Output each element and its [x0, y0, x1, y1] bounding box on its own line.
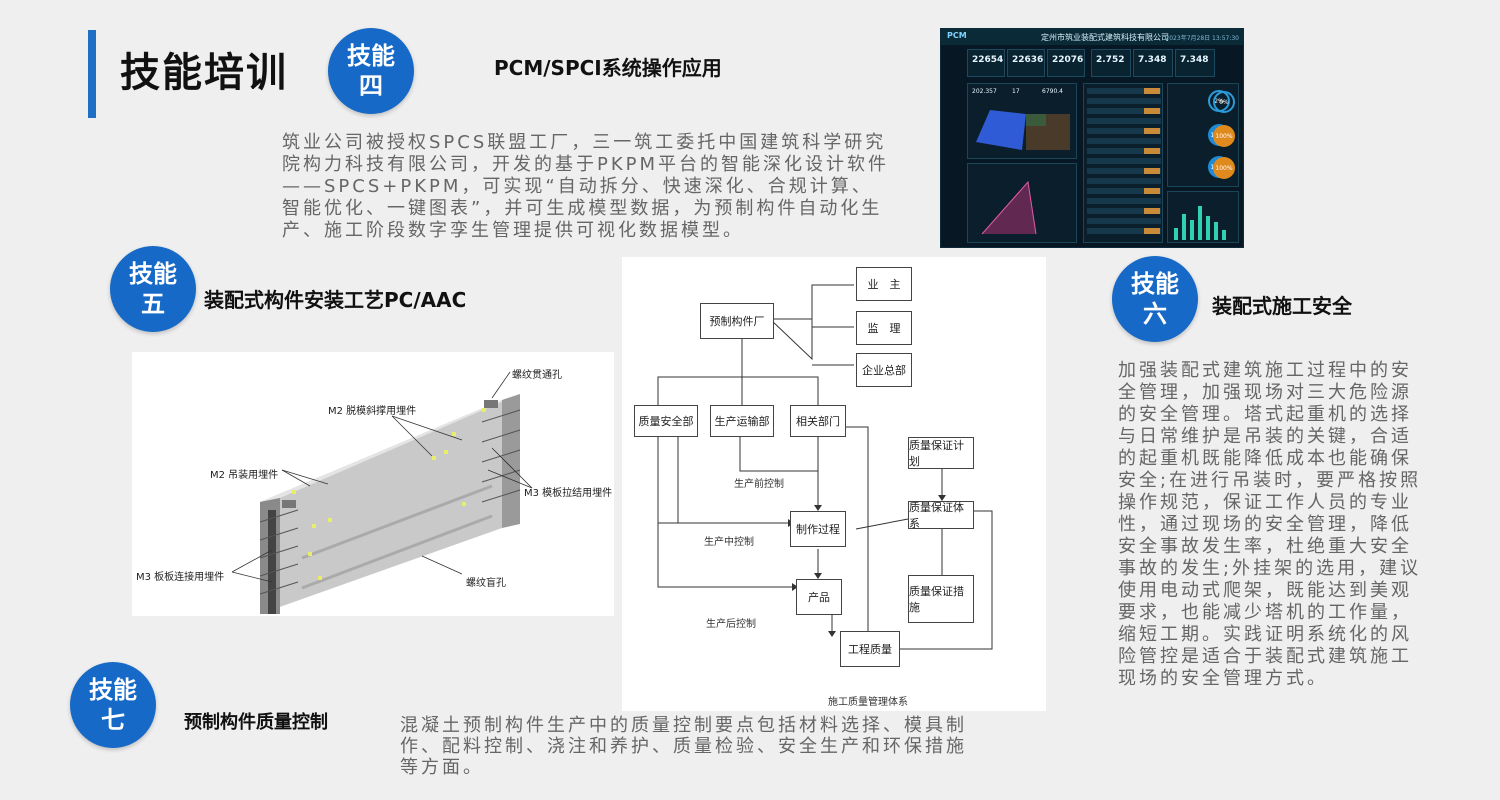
skill-badge-4: 技能 四: [328, 28, 414, 114]
line-chart-icon: [981, 180, 1037, 235]
box-product: 产品: [796, 579, 842, 615]
box-supervisor: 监 理: [856, 311, 912, 345]
dashboard-table: [1083, 83, 1163, 243]
kpi-card: 22636: [1007, 49, 1045, 77]
area-chart-icon: [976, 110, 1070, 150]
badge-label: 技能: [347, 42, 395, 70]
section-5-title: 装配式构件安装工艺PC/AAC: [204, 288, 467, 312]
badge-label: 技能: [1131, 270, 1179, 298]
badge-number: 四: [359, 72, 383, 100]
box-prod-dept: 生产运输部: [710, 405, 774, 437]
label-blind-hole: 螺纹盲孔: [466, 578, 506, 589]
dashboard-logo: PCM: [947, 31, 967, 40]
dashboard-time: 2023年7月28日 13:57:30: [1165, 35, 1239, 42]
badge-label: 技能: [89, 676, 137, 704]
label-demold-brace: M2 脱模斜撑用埋件: [328, 406, 417, 417]
panel-value: 17: [1012, 88, 1020, 95]
box-qa-dept: 质量安全部: [634, 405, 698, 437]
dashboard-title: 定州市筑业装配式建筑科技有限公司: [1041, 33, 1169, 42]
section-7-paragraph: 混凝土预制构件生产中的质量控制要点包括材料选择、模具制作、配料控制、浇注和养护、…: [400, 715, 967, 778]
badge-number: 六: [1143, 300, 1167, 328]
dashboard-panel-line: [967, 163, 1077, 243]
section-4-paragraph: 筑业公司被授权SPCS联盟工厂，三一筑工委托中国建筑科学研究院构力科技有限公司，…: [282, 132, 890, 241]
label-pre-control: 生产前控制: [734, 479, 784, 490]
box-qa-plan: 质量保证计划: [908, 437, 974, 469]
page-title: 技能培训: [120, 50, 288, 96]
label-through-hole: 螺纹贯通孔: [512, 370, 562, 381]
flowchart-connectors: [654, 284, 993, 650]
badge-number: 七: [101, 706, 125, 734]
box-hq: 企业总部: [856, 353, 912, 387]
bar-chart-icon: [1174, 206, 1226, 240]
kpi-card: 7.348: [1175, 49, 1215, 77]
panel-value: 6790.4: [1042, 88, 1063, 95]
label-post-control: 生产后控制: [706, 619, 756, 630]
badge-label: 技能: [129, 260, 177, 288]
box-related-dept: 相关部门: [790, 405, 846, 437]
box-factory: 预制构件厂: [700, 303, 774, 339]
kpi-value: 22636: [1012, 55, 1044, 65]
badge-number: 五: [141, 290, 165, 318]
kpi-card: 7.348: [1133, 49, 1173, 77]
section-6-title: 装配式施工安全: [1212, 294, 1352, 318]
dashboard-header: PCM 定州市筑业装配式建筑科技有限公司 2023年7月28日 13:57:30: [941, 29, 1243, 45]
kpi-value: 2.752: [1096, 55, 1125, 65]
kpi-value: 22654: [972, 55, 1004, 65]
kpi-card: 2.752: [1091, 49, 1131, 77]
box-qa-system: 质量保证体系: [908, 501, 974, 530]
section-6-paragraph: 加强装配式建筑施工过程中的安全管理，加强现场对三大危险源的安全管理。塔式起重机的…: [1118, 360, 1422, 689]
label-mid-control: 生产中控制: [704, 537, 754, 548]
dashboard-bar-panel: [1167, 191, 1239, 243]
table-rows-icon: [1087, 88, 1161, 234]
pcm-dashboard-image: PCM 定州市筑业装配式建筑科技有限公司 2023年7月28日 13:57:30…: [940, 28, 1244, 248]
label-formwork-tie: M3 模板拉结用埋件: [524, 488, 613, 499]
quality-management-flowchart: 业 主 监 理 企业总部 预制构件厂 质量安全部 生产运输部 相关部门 质量保证…: [622, 257, 1046, 711]
label-panel-connect: M3 板板连接用埋件: [136, 572, 225, 583]
kpi-value: 7.348: [1180, 55, 1209, 65]
box-qa-measures: 质量保证措施: [908, 575, 974, 623]
skill-badge-7: 技能 七: [70, 662, 156, 748]
progress-ring: 100%: [1213, 125, 1235, 147]
kpi-value: 7.348: [1138, 55, 1167, 65]
kpi-card: 22654: [967, 49, 1005, 77]
progress-ring: 100%: [1213, 157, 1235, 179]
kpi-card: 22076: [1047, 49, 1085, 77]
section-7-title: 预制构件质量控制: [184, 712, 328, 733]
box-owner: 业 主: [856, 267, 912, 301]
skill-badge-5: 技能 五: [110, 246, 196, 332]
progress-ring: 0%: [1213, 91, 1235, 113]
flowchart-caption: 施工质量管理体系: [828, 697, 908, 708]
dashboard-panel-area: 202.357 17 6790.4: [967, 83, 1077, 159]
skill-badge-6: 技能 六: [1112, 256, 1198, 342]
box-eng-quality: 工程质量: [840, 631, 900, 667]
label-lifting: M2 吊装用埋件: [210, 470, 279, 481]
precast-component-diagram: 螺纹贯通孔 M2 脱模斜撑用埋件 M2 吊装用埋件 M3 模板拉结用埋件 M3 …: [132, 352, 614, 616]
title-accent-bar: [88, 30, 96, 118]
box-process: 制作过程: [790, 511, 846, 547]
kpi-value: 22076: [1052, 55, 1084, 65]
wall-panel-icon: [231, 371, 533, 614]
panel-value: 202.357: [972, 88, 997, 95]
section-4-title: PCM/SPCI系统操作应用: [494, 56, 722, 80]
